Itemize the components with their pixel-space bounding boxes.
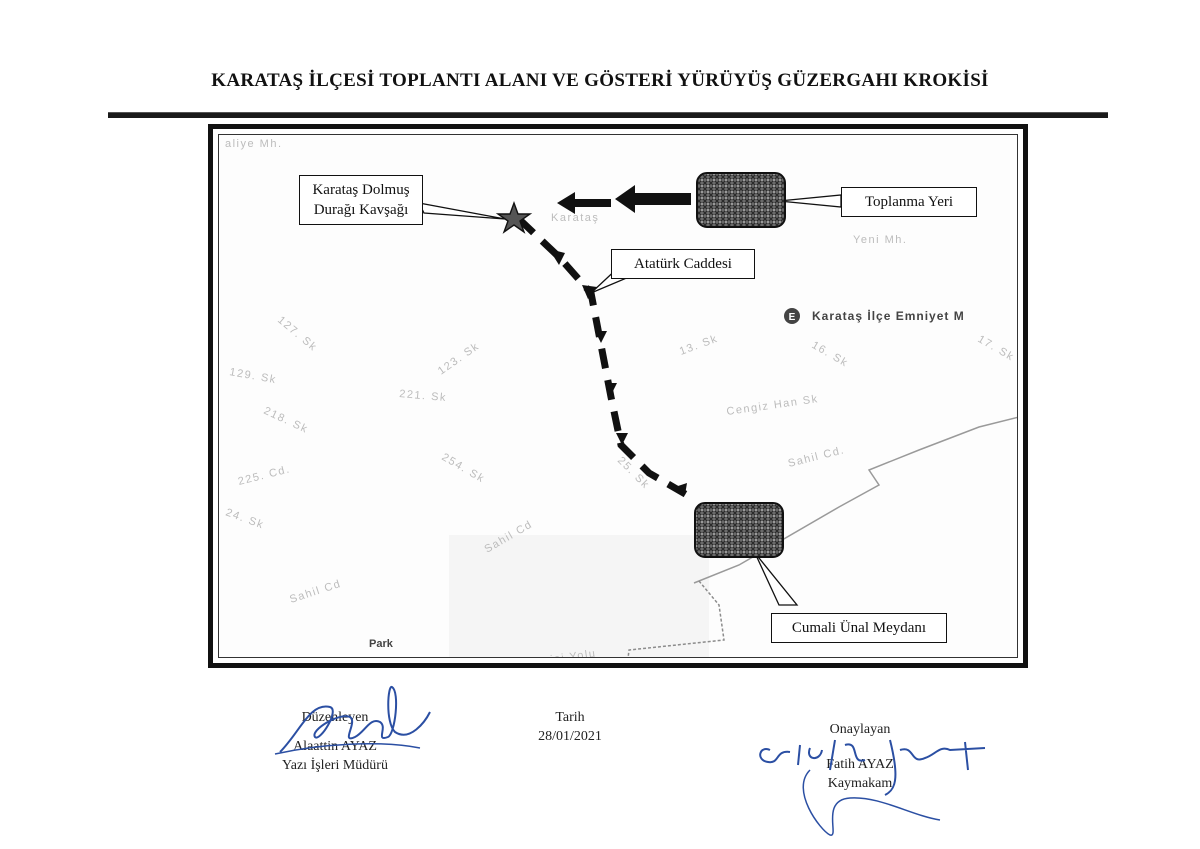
cumali-callout-pointer	[754, 552, 799, 606]
route-arrowhead	[605, 383, 617, 395]
police-station-label: Karataş İlçe Emniyet M	[812, 308, 965, 323]
street-label: 221. Sk	[399, 388, 448, 404]
approved-by-block: Onaylayan Fatih AYAZ Kaymakam	[790, 720, 930, 793]
date-value: 28/01/2021	[538, 729, 602, 744]
date-block: Tarih 28/01/2021	[500, 708, 640, 746]
approved-signature	[759, 739, 986, 836]
dolmus-junction-callout: Karataş Dolmuş Durağı Kavşağı	[299, 175, 423, 225]
route-arrowhead	[595, 331, 607, 343]
route-arrowhead	[675, 483, 687, 495]
street-label: isi Yolu	[550, 648, 597, 658]
prepared-name: Alaattin AYAZ	[293, 739, 377, 754]
ataturk-street-callout: Atatürk Caddesi	[611, 249, 755, 279]
route-arrow-west	[557, 192, 611, 214]
title-divider	[108, 112, 1108, 118]
square-marker	[694, 502, 784, 558]
pier-line	[627, 580, 725, 657]
prepared-signature	[274, 685, 431, 755]
march-route	[516, 216, 689, 499]
police-station-icon: E	[784, 308, 800, 324]
coastal-area	[449, 535, 709, 657]
route-arrowhead	[549, 249, 565, 265]
route-arrowhead	[582, 285, 597, 299]
junction-star-marker	[495, 200, 533, 234]
gathering-place-callout: Toplanma Yeri	[841, 187, 977, 217]
map-canvas: aliye Mh. Karataş Yeni Mh. Karataş İlçe …	[219, 135, 1017, 658]
approved-title: Kaymakam	[827, 776, 893, 791]
cumali-square-callout: Cumali Ünal Meydanı	[771, 613, 947, 643]
street-label: Karataş	[551, 212, 599, 224]
route-map: aliye Mh. Karataş Yeni Mh. Karataş İlçe …	[218, 134, 1018, 658]
street-label: Yeni Mh.	[853, 234, 907, 246]
date-label: Tarih	[555, 710, 585, 725]
prepared-title: Yazı İşleri Müdürü	[282, 758, 388, 773]
park-label: Park	[369, 638, 394, 650]
street-label: aliye Mh.	[225, 138, 283, 150]
route-map-frame: aliye Mh. Karataş Yeni Mh. Karataş İlçe …	[208, 124, 1028, 668]
route-arrow-west	[615, 185, 691, 213]
document-title: KARATAŞ İLÇESİ TOPLANTI ALANI VE GÖSTERİ…	[211, 70, 989, 91]
route-arrowhead	[616, 433, 628, 445]
approved-role: Onaylayan	[829, 722, 891, 737]
svg-text:E: E	[789, 312, 796, 323]
gathering-place-marker	[696, 172, 786, 228]
approved-name: Fatih AYAZ	[826, 757, 894, 772]
